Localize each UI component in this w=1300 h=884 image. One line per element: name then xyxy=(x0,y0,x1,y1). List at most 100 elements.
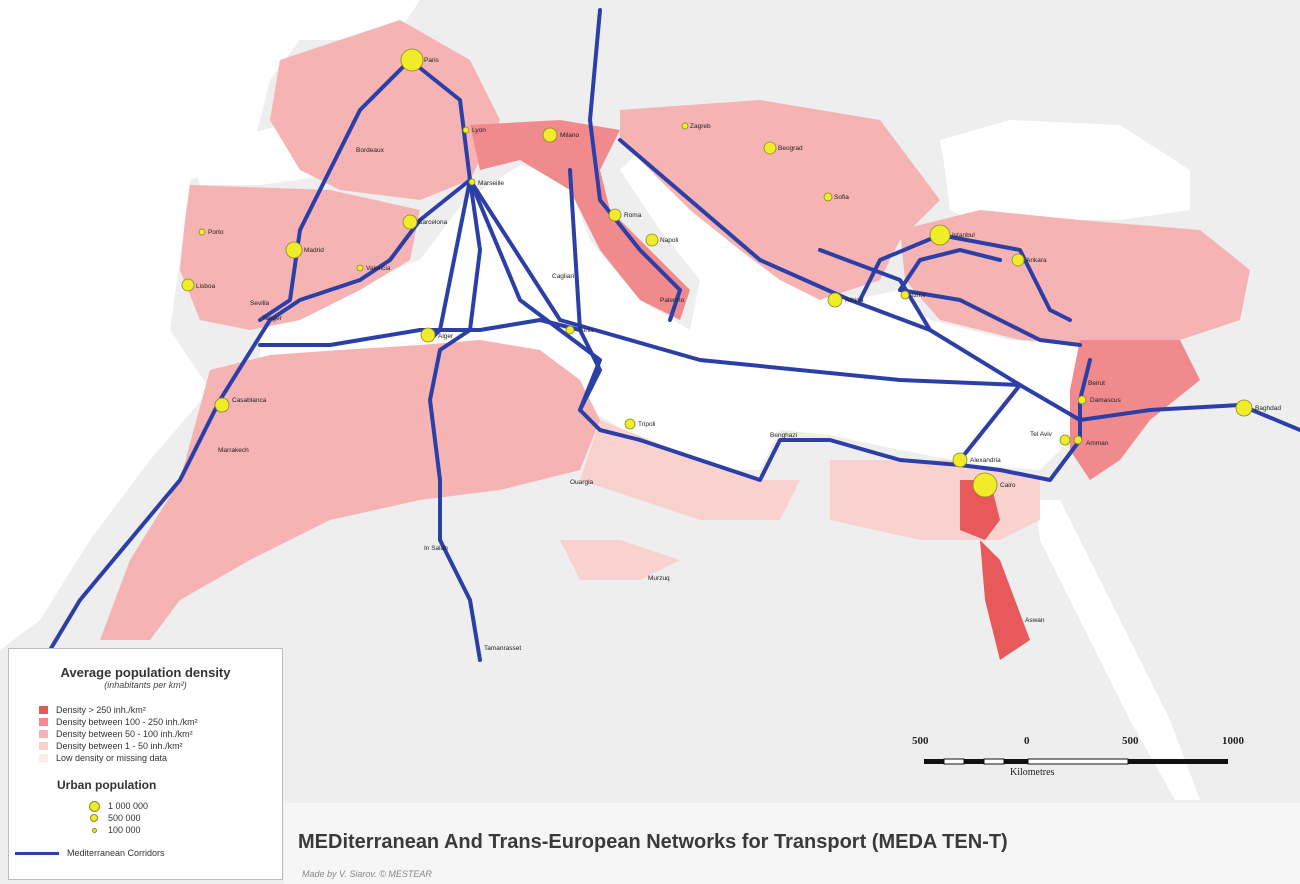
city-label: Madrid xyxy=(304,247,324,254)
scale-bar: 500 0 500 1000 Kilometres xyxy=(912,735,1252,785)
city-label: Sofia xyxy=(834,194,849,201)
city-label: In Salah xyxy=(424,545,448,552)
city-dot-tripoli xyxy=(624,418,636,430)
scale-segment xyxy=(1004,759,1028,764)
legend-subtitle: (inhabitants per km²) xyxy=(104,680,187,690)
city-dot-istanbul xyxy=(929,224,951,246)
city-label: Tunis xyxy=(578,327,594,334)
corridor-line xyxy=(258,318,1092,482)
legend-swatch xyxy=(39,742,48,750)
legend-item-density-100-250: Density between 100 - 250 inh./km² xyxy=(39,716,274,728)
legend-item-pop-100k: 100 000 xyxy=(89,824,274,836)
legend-swatch xyxy=(39,730,48,738)
density-region-italy xyxy=(470,120,690,320)
city-label: Napoli xyxy=(660,237,678,244)
scale-segment xyxy=(1027,758,1129,765)
city-label: Valencia xyxy=(366,265,391,272)
scale-unit: Kilometres xyxy=(1010,767,1055,778)
city-dot-amman xyxy=(1073,435,1083,445)
density-region-france xyxy=(270,20,500,200)
city-dot-beograd xyxy=(763,141,777,155)
corridor-line xyxy=(618,138,1022,387)
city-label: Benghazi xyxy=(770,432,797,439)
city-dot-alexandria xyxy=(952,452,968,468)
legend-label: 100 000 xyxy=(108,825,141,835)
city-dot-porto xyxy=(198,228,206,236)
corridor-line xyxy=(428,178,482,662)
city-label: Marrakech xyxy=(218,447,249,454)
scale-segment xyxy=(964,759,984,764)
scale-label: 1000 xyxy=(1222,735,1244,747)
scale-segment xyxy=(983,758,1005,765)
city-dot-valencia xyxy=(356,264,364,272)
legend-item-low-density: Low density or missing data xyxy=(39,752,274,764)
legend-label: 500 000 xyxy=(108,813,141,823)
legend-item-density-250: Density > 250 inh./km² xyxy=(39,704,274,716)
corridor-line xyxy=(588,8,682,322)
city-labels: Paris Madrid Barcelona Lisboa Porto Vale… xyxy=(196,57,1281,652)
title-bar: MEDiterranean And Trans-European Network… xyxy=(284,803,1300,884)
corridor-line-icon xyxy=(15,851,59,855)
map-legend: Average population density (inhabitants … xyxy=(8,648,283,880)
legend-swatch xyxy=(39,718,48,726)
city-label: Marseille xyxy=(478,180,504,187)
corridor-line xyxy=(818,248,932,332)
density-region-libya xyxy=(580,420,800,520)
scale-bar-graphic xyxy=(924,758,1228,765)
density-region-levant xyxy=(1070,340,1200,480)
city-label: Lyon xyxy=(472,127,486,134)
scale-segment xyxy=(924,759,944,764)
legend-item-pop-1m: 1 000 000 xyxy=(89,800,274,812)
legend-label: Mediterranean Corridors xyxy=(67,848,165,858)
scale-segment xyxy=(1128,759,1228,764)
city-dot-zagreb xyxy=(681,122,689,130)
city-label: Cagliari xyxy=(552,273,574,280)
corridor-line xyxy=(858,233,942,302)
black-sea xyxy=(940,120,1190,230)
city-dot-ankara xyxy=(1011,253,1025,267)
corridor-line xyxy=(468,178,602,412)
legend-label: Density between 1 - 50 inh./km² xyxy=(56,741,183,751)
city-size-icon xyxy=(89,800,100,812)
legend-label: Density between 50 - 100 inh./km² xyxy=(56,729,193,739)
city-dot-cairo xyxy=(972,472,998,498)
city-dot-tunis xyxy=(565,325,575,335)
legend-label: Low density or missing data xyxy=(56,753,168,763)
city-label: Amman xyxy=(1086,440,1109,447)
corridor-line xyxy=(898,288,1082,347)
city-label: Beirut xyxy=(1088,380,1105,387)
city-label: Murzuq xyxy=(648,575,670,582)
legend-label: Density between 100 - 250 inh./km² xyxy=(56,717,198,727)
red-sea xyxy=(1035,500,1200,800)
scale-label: 500 xyxy=(912,735,929,747)
density-region-iberia xyxy=(180,185,420,330)
city-label: Cairo xyxy=(1000,482,1016,489)
city-dot-alger xyxy=(420,327,436,343)
scale-label: 500 xyxy=(1122,735,1139,747)
map-credit: Made by V. Siarov. © MESTEAR xyxy=(302,869,432,879)
legend-urban-title: Urban population xyxy=(57,778,157,792)
city-markers xyxy=(181,48,1253,498)
legend-swatch xyxy=(39,754,48,762)
city-dot-athina xyxy=(827,292,843,308)
city-dot-lisboa xyxy=(181,278,195,292)
corridor-line xyxy=(468,178,1022,387)
city-label: Izmir xyxy=(912,292,927,299)
city-dot-izmir xyxy=(900,290,910,300)
city-dot-casablanca xyxy=(214,397,230,413)
legend-item-density-50-100: Density between 50 - 100 inh./km² xyxy=(39,728,274,740)
city-size-icon xyxy=(92,827,97,833)
city-dot-lyon xyxy=(462,126,470,134)
city-label: Ankara xyxy=(1026,257,1047,264)
city-dot-damascus xyxy=(1077,395,1087,405)
city-label: Milano xyxy=(560,132,580,139)
city-dot-marseille xyxy=(468,178,476,186)
city-label: Alexandria xyxy=(970,457,1001,464)
city-label: Casablanca xyxy=(232,397,267,404)
corridor-line xyxy=(258,58,412,322)
city-label: Lisboa xyxy=(196,283,216,290)
city-label: Porto xyxy=(208,229,224,236)
city-label: Aswan xyxy=(1025,617,1045,624)
city-label: Baghdad xyxy=(1255,405,1281,412)
